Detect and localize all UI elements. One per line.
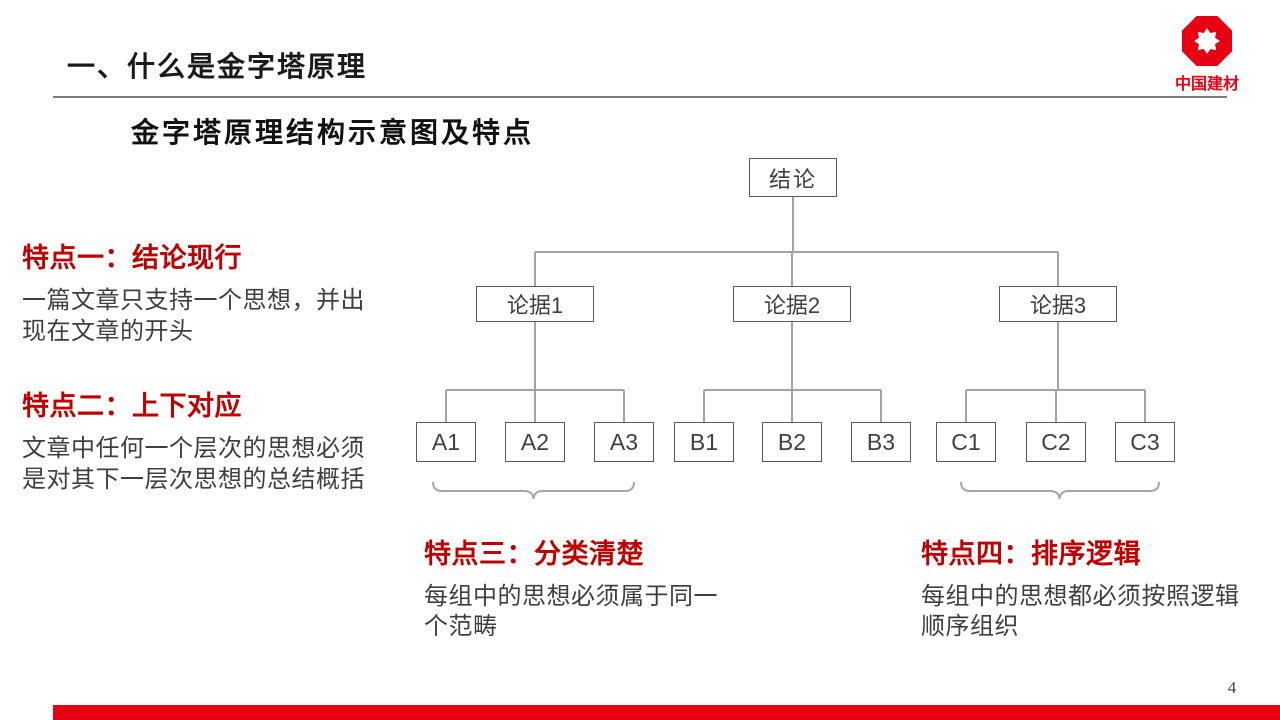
diagram-box-c2: C2 bbox=[1026, 422, 1086, 462]
feature-block-4: 特点四：排序逻辑 每组中的思想都必须按照逻辑顺序组织 bbox=[921, 539, 1251, 642]
feature-block-1: 特点一：结论现行 一篇文章只支持一个思想，并出现在文章的开头 bbox=[22, 243, 380, 347]
diagram-box-argument-1: 论据1 bbox=[476, 286, 594, 322]
diagram-box-a1: A1 bbox=[416, 422, 476, 462]
feature2-heading: 特点二：上下对应 bbox=[22, 391, 242, 421]
diagram-box-b1: B1 bbox=[674, 422, 734, 462]
section-subtitle: 金字塔原理结构示意图及特点 bbox=[131, 117, 535, 148]
diagram-box-conclusion: 结论 bbox=[749, 158, 837, 197]
feature-block-2: 特点二：上下对应 文章中任何一个层次的思想必须是对其下一层次思想的总结概括 bbox=[22, 391, 380, 495]
feature4-body: 每组中的思想都必须按照逻辑顺序组织 bbox=[921, 582, 1240, 640]
feature-block-3: 特点三：分类清楚 每组中的思想必须属于同一个范畴 bbox=[424, 539, 729, 642]
bottom-accent-bar bbox=[53, 705, 1280, 720]
company-logo: 中国建材 bbox=[1175, 16, 1239, 94]
feature2-body: 文章中任何一个层次的思想必须是对其下一层次思想的总结概括 bbox=[22, 434, 365, 493]
diagram-box-a3: A3 bbox=[594, 422, 654, 462]
feature1-heading: 特点一：结论现行 bbox=[22, 243, 242, 273]
diagram-box-argument-2: 论据2 bbox=[733, 286, 851, 322]
page-number: 4 bbox=[1227, 678, 1237, 697]
octagon-star-icon bbox=[1182, 16, 1232, 66]
feature1-body: 一篇文章只支持一个思想，并出现在文章的开头 bbox=[22, 286, 365, 345]
title-divider bbox=[53, 96, 1227, 98]
diagram-box-argument-3: 论据3 bbox=[999, 286, 1117, 322]
feature4-heading: 特点四：排序逻辑 bbox=[921, 539, 1141, 569]
diagram-box-c3: C3 bbox=[1115, 422, 1175, 462]
diagram-box-b2: B2 bbox=[762, 422, 822, 462]
logo-label: 中国建材 bbox=[1175, 76, 1240, 93]
page-title: 一、什么是金字塔原理 bbox=[67, 51, 368, 82]
feature3-body: 每组中的思想必须属于同一个范畴 bbox=[424, 582, 718, 640]
diagram-box-c1: C1 bbox=[936, 422, 996, 462]
group-bracket-right bbox=[960, 481, 1160, 500]
diagram-box-b3: B3 bbox=[851, 422, 911, 462]
diagram-box-a2: A2 bbox=[505, 422, 565, 462]
group-bracket-left bbox=[432, 481, 635, 500]
feature3-heading: 特点三：分类清楚 bbox=[424, 539, 644, 569]
